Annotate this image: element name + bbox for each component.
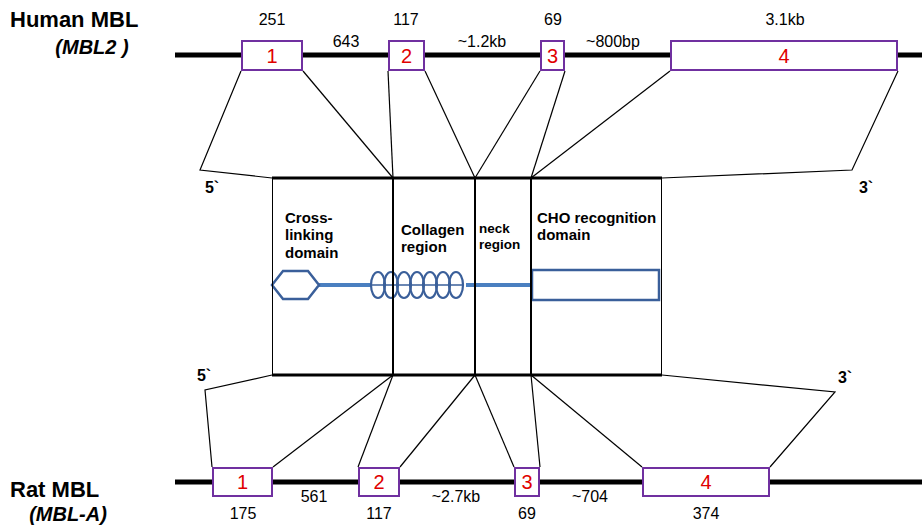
gene-name-text: (MBL2 )	[55, 36, 128, 58]
exon-length: 69	[544, 11, 562, 29]
protein-chain	[466, 283, 533, 287]
mapping-lines-rat	[205, 375, 835, 467]
exon-length: 117	[393, 11, 419, 29]
hexagon-symbol	[272, 271, 319, 299]
intron-length: 643	[333, 33, 360, 51]
intron-length: ~1.2kb	[458, 33, 506, 51]
domain-name: Collagen region	[401, 221, 473, 256]
rat-gene-line	[175, 480, 922, 485]
intron-length-text: ~1.2kb	[458, 33, 506, 50]
gene-name: (MBL2 )	[55, 36, 128, 58]
exon-length-text: 117	[393, 11, 419, 28]
domain-name: Cross-linking domain	[285, 209, 357, 261]
intron-length: ~2.7kb	[432, 488, 480, 506]
crd-rectangle	[532, 270, 659, 300]
exon-box: 4	[642, 467, 770, 497]
mapping-line	[475, 375, 514, 467]
domain-name: CHO recognition domain	[537, 209, 657, 244]
exon-box: 3	[514, 467, 540, 497]
exon-number: 4	[778, 46, 789, 66]
intron-length: ~704	[572, 488, 608, 506]
mapping-line	[662, 375, 835, 467]
exon-length: 3.1kb	[765, 11, 804, 29]
mapping-line	[388, 71, 393, 178]
strand-end: 3`	[859, 179, 873, 197]
exon-length-text: 117	[366, 505, 392, 522]
mapping-line	[531, 375, 642, 467]
intron-length-text: 643	[333, 33, 360, 50]
species-label-text: Rat MBL	[10, 477, 99, 502]
mapping-lines-human	[200, 71, 898, 178]
strand-end: 5`	[197, 367, 211, 385]
exon-number: 2	[373, 472, 384, 492]
mapping-line	[273, 375, 393, 467]
intron-length: ~800bp	[586, 33, 640, 51]
exon-box: 3	[540, 40, 565, 71]
exon-length: 69	[518, 505, 536, 523]
protein-chain	[316, 283, 372, 287]
exon-number: 3	[547, 46, 558, 66]
intron-length-text: ~800bp	[586, 33, 640, 50]
domain-section: CHO recognition domain	[531, 178, 662, 375]
species-label: Human MBL	[10, 8, 138, 32]
exon-number: 1	[266, 46, 277, 66]
exon-length-text: 69	[518, 505, 536, 522]
mapping-line	[200, 71, 272, 178]
exon-box: 2	[388, 40, 425, 71]
mapping-line	[531, 71, 670, 178]
strand-end-text: 3`	[859, 179, 873, 196]
exon-box: 4	[670, 40, 898, 71]
strand-end: 5`	[205, 179, 219, 197]
species-label: Rat MBL	[10, 478, 99, 502]
mapping-line	[303, 71, 393, 178]
domain-section: Cross-linking domain	[272, 178, 393, 375]
mapping-line	[531, 375, 540, 467]
mapping-line	[400, 375, 475, 467]
exon-number: 4	[700, 472, 711, 492]
mapping-line	[425, 71, 475, 178]
exon-box: 1	[212, 467, 273, 497]
exon-box: 2	[358, 467, 400, 497]
intron-length-text: ~704	[572, 488, 608, 505]
exon-length-text: 251	[259, 11, 286, 28]
strand-end-text: 5`	[205, 179, 219, 196]
strand-end-text: 3`	[838, 369, 852, 386]
gene-name: (MBL-A)	[29, 503, 107, 525]
strand-end-text: 5`	[197, 367, 211, 384]
exon-length: 251	[259, 11, 286, 29]
domain-name: neck region	[479, 221, 531, 252]
exon-length-text: 374	[693, 505, 720, 522]
exon-length-text: 69	[544, 11, 562, 28]
protein-illustration	[272, 270, 659, 300]
mapping-line	[531, 71, 565, 178]
exon-number: 3	[521, 472, 532, 492]
exon-number: 1	[237, 472, 248, 492]
exon-length: 175	[230, 505, 257, 523]
mapping-line	[662, 71, 898, 178]
exon-number: 2	[401, 46, 412, 66]
exon-box: 1	[241, 40, 303, 71]
helix-axis	[370, 284, 464, 286]
strand-end: 3`	[838, 369, 852, 387]
domain-section: Collagen region	[393, 178, 475, 375]
intron-length: 561	[301, 488, 328, 506]
exon-length-text: 3.1kb	[765, 11, 804, 28]
exon-length-text: 175	[230, 505, 257, 522]
gene-name-text: (MBL-A)	[29, 503, 107, 525]
mapping-line	[475, 71, 540, 178]
exon-length: 117	[366, 505, 392, 523]
protein-bottom-line	[272, 374, 662, 377]
domain-section: neck region	[475, 178, 531, 375]
intron-length-text: 561	[301, 488, 328, 505]
mapping-line	[358, 375, 393, 467]
exon-length: 374	[693, 505, 720, 523]
collagen-helix	[370, 272, 464, 298]
mapping-line	[205, 375, 272, 467]
species-label-text: Human MBL	[10, 7, 138, 32]
intron-length-text: ~2.7kb	[432, 488, 480, 505]
